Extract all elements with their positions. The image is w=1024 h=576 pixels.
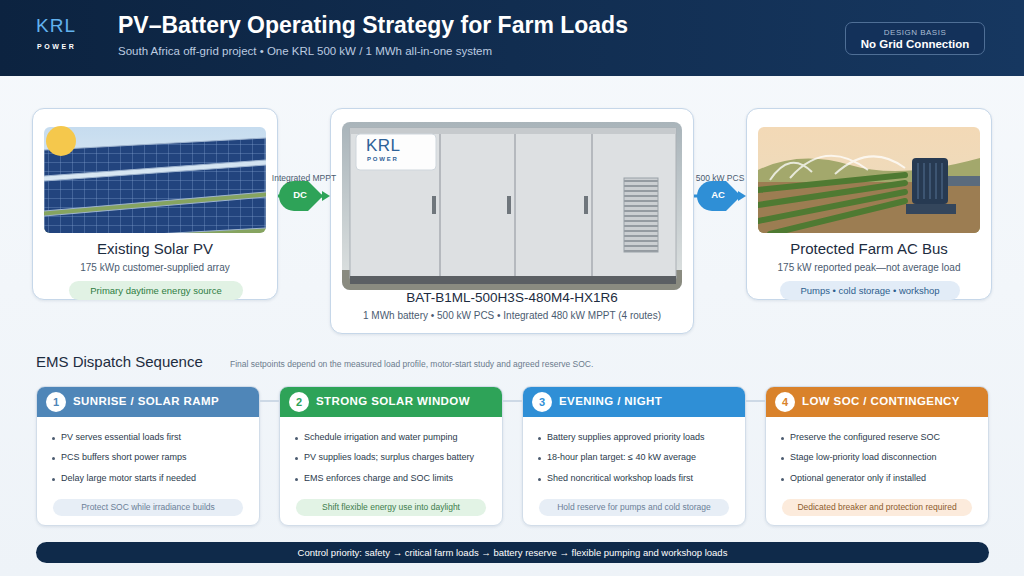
arrow-head (322, 191, 330, 201)
pill-text: Primary daytime energy source (69, 281, 243, 300)
step-bullet: Battery supplies approved priority loads (547, 432, 705, 443)
connector (260, 401, 279, 402)
step-number-circle: 2 (289, 392, 309, 412)
bullet-dot (781, 478, 784, 481)
bullet-dot (52, 478, 55, 481)
dispatch-step-card: STRONG SOLAR WINDOW Schedule irrigation a… (279, 386, 503, 526)
card-subtitle: 175 kWp customer-supplied array (33, 262, 277, 274)
tag-pill: Primary daytime energy source (69, 281, 243, 300)
bullet-dot (295, 457, 298, 460)
step-bullet: Shed noncritical workshop loads first (547, 473, 693, 484)
step-note-pill: Hold reserve for pumps and cold storage (539, 499, 729, 516)
step-title: EVENING / NIGHT (559, 395, 662, 409)
step-title: LOW SOC / CONTINGENCY (802, 395, 960, 409)
ac-badge-text: AC (702, 189, 734, 200)
step-bullet: Delay large motor starts if needed (61, 473, 196, 484)
bullet-dot (295, 478, 298, 481)
connector (503, 401, 522, 402)
card-title: Existing Solar PV (33, 240, 277, 258)
step-bullet: Schedule irrigation and water pumping (304, 432, 458, 443)
bullet-dot (295, 437, 298, 440)
bullet-dot (538, 478, 541, 481)
connector-line (503, 400, 522, 402)
callout-number: 2 (289, 392, 309, 412)
band-text: Control priority: safety → critical farm… (36, 542, 989, 563)
step-note-pill: Dedicated breaker and protection require… (782, 499, 972, 516)
connector-line (746, 400, 765, 402)
source-card: Existing Solar PV 175 kWp customer-suppli… (32, 108, 278, 300)
bullet-dot (52, 457, 55, 460)
card-title: BAT-B1ML-500H3S-480M4-HX1R6 (331, 290, 693, 306)
step-note-pill: Shift flexible energy use into daylight (296, 499, 486, 516)
section-heading: EMS Dispatch Sequence (36, 353, 203, 371)
logo-subtext: POWER (37, 43, 76, 51)
pill-text: Pumps • cold storage • workshop (780, 281, 960, 300)
page-subtitle: South Africa off-grid project • One KRL … (118, 45, 492, 59)
step-note-pill: Protect SOC while irradiance builds (53, 499, 243, 516)
pill-text: Hold reserve for pumps and cold storage (539, 499, 729, 516)
step-number-circle: 1 (46, 392, 66, 412)
step-bullet: 18-hour plan target: ≤ 40 kW average (547, 452, 696, 463)
connector-label: 500 kW PCS (660, 173, 780, 183)
pill-text: Shift flexible energy use into daylight (296, 499, 486, 516)
step-bullet: PV supplies loads; surplus charges batte… (304, 452, 474, 463)
dc-badge (279, 181, 323, 211)
callout-number: 4 (775, 392, 795, 412)
pill-text: Dedicated breaker and protection require… (782, 499, 972, 516)
page-title: PV–Battery Operating Strategy for Farm L… (118, 12, 628, 40)
connector (694, 191, 746, 201)
cabinet-logo-subtext: POWER (367, 156, 399, 163)
dispatch-step-card: SUNRISE / SOLAR RAMP PV serves essential … (36, 386, 260, 526)
control-priority-band: Control priority: safety → critical farm… (36, 542, 989, 563)
step-title: SUNRISE / SOLAR RAMP (73, 395, 219, 409)
bullet-dot (52, 437, 55, 440)
tag-pill: Pumps • cold storage • workshop (780, 281, 960, 300)
dispatch-step-card: EVENING / NIGHT Battery supplies approved… (522, 386, 746, 526)
load-card: Protected Farm AC Bus 175 kW reported pea… (746, 108, 992, 300)
design-basis-badge: DESIGN BASISNo Grid Connection (845, 22, 985, 55)
card-subtitle: 175 kW reported peak—not average load (747, 262, 991, 274)
ac-badge (697, 181, 741, 211)
badge-value: No Grid Connection (846, 38, 984, 52)
step-number-circle: 4 (775, 392, 795, 412)
card-subtitle: 1 MWh battery • 500 kW PCS • Integrated … (331, 310, 693, 322)
logo-text: KRL (36, 15, 76, 38)
step-title: STRONG SOLAR WINDOW (316, 395, 470, 409)
arrow-head (738, 191, 746, 201)
badge-caption: DESIGN BASIS (846, 28, 984, 38)
step-bullet: Stage low-priority load disconnection (790, 452, 937, 463)
step-bullet: Preserve the configured reserve SOC (790, 432, 940, 443)
bullet-dot (538, 457, 541, 460)
cabinet-logo-text: KRL (366, 136, 401, 156)
connector-line (694, 195, 740, 198)
step-bullet: Optional generator only if installed (790, 473, 926, 484)
dc-badge-text: DC (284, 189, 316, 200)
bullet-dot (781, 437, 784, 440)
connector-label: Integrated MPPT (244, 173, 364, 183)
step-bullet: PCS buffers short power ramps (61, 452, 186, 463)
connector (746, 401, 765, 402)
step-bullet: EMS enforces charge and SOC limits (304, 473, 453, 484)
step-bullet: PV serves essential loads first (61, 432, 181, 443)
pill-text: Protect SOC while irradiance builds (53, 499, 243, 516)
callout-number: 3 (532, 392, 552, 412)
step-number-circle: 3 (532, 392, 552, 412)
bullet-dot (781, 457, 784, 460)
connector-line (278, 195, 324, 198)
bullet-dot (538, 437, 541, 440)
connector-line (260, 400, 279, 402)
connector (278, 191, 330, 201)
dispatch-step-card: LOW SOC / CONTINGENCY Preserve the config… (765, 386, 989, 526)
section-note: Final setpoints depend on the measured l… (230, 359, 593, 369)
callout-number: 1 (46, 392, 66, 412)
card-title: Protected Farm AC Bus (747, 240, 991, 258)
